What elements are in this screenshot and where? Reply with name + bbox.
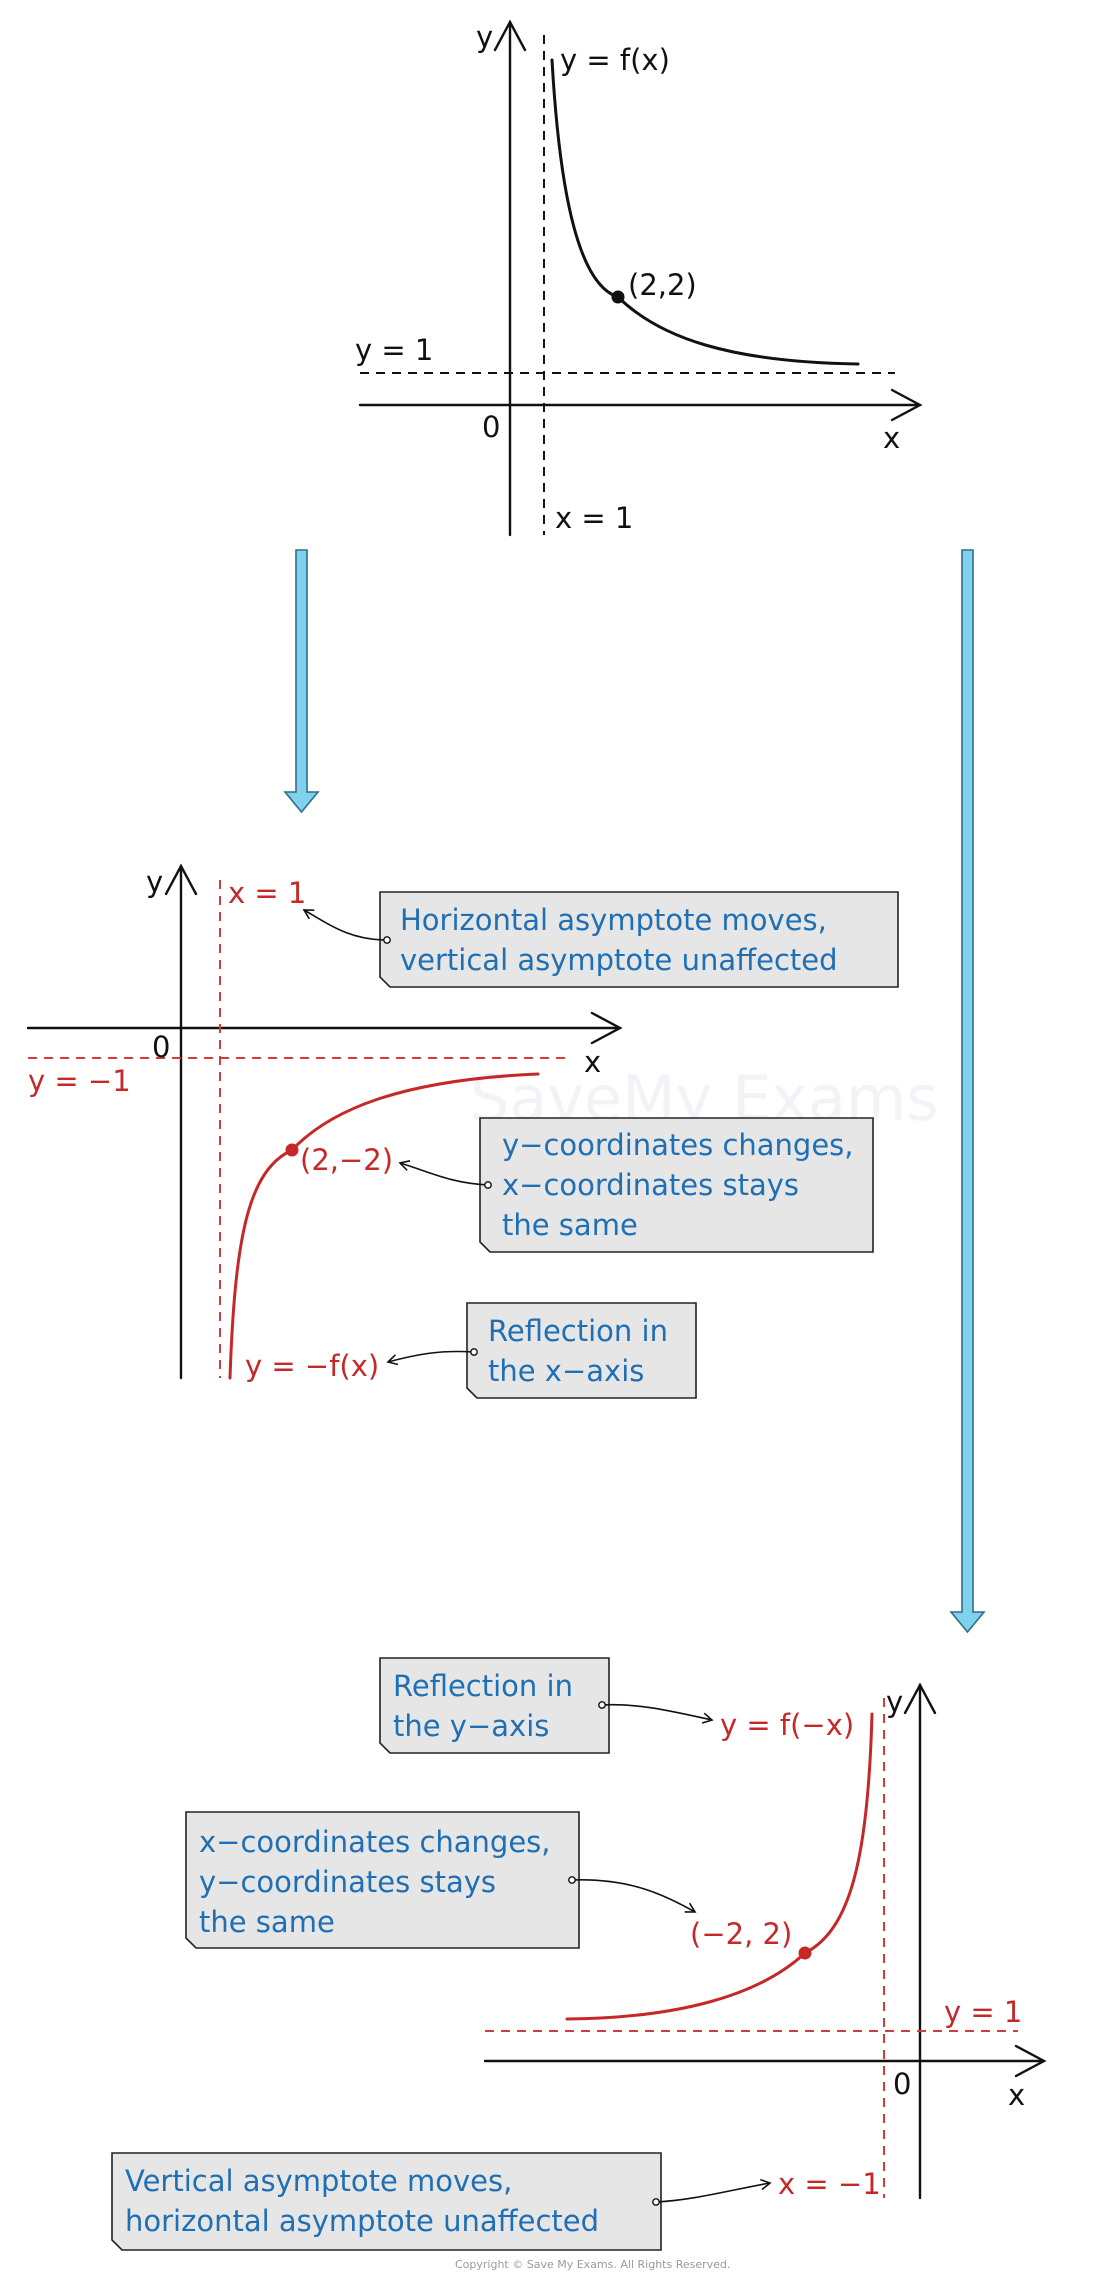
- connector-dot: [470, 1348, 478, 1356]
- note-coords-line3: the same: [502, 1208, 638, 1242]
- curve-label: y = f(x): [560, 43, 670, 77]
- curve-label: y = −f(x): [245, 1349, 379, 1383]
- connector-reflection-y: [601, 1703, 714, 1724]
- copyright: Copyright © Save My Exams. All Rights Re…: [455, 2258, 730, 2271]
- connector-asymptote-y: [655, 2178, 772, 2203]
- connector-dot: [568, 1876, 576, 1884]
- note-box-coords-y: [185, 1811, 580, 1949]
- note-asymptote-line2: vertical asymptote unaffected: [400, 943, 838, 977]
- y-axis-arrowhead: [903, 1682, 937, 1715]
- graph-original: y x 0 y = f(x) (2,2) y = 1 x = 1: [355, 19, 923, 537]
- connector-dot: [383, 936, 391, 944]
- curve-label: y = f(−x): [720, 1708, 854, 1742]
- v-asymptote-label: x = 1: [228, 876, 306, 910]
- x-axis-label: x: [1008, 2078, 1025, 2112]
- note-reflection-x-line1: Reflection in: [488, 1314, 668, 1348]
- h-asymptote-label: y = 1: [355, 333, 433, 367]
- y-axis-arrowhead: [493, 19, 527, 52]
- v-asymptote-label: x = −1: [778, 2167, 881, 2201]
- note-coords-line1: y−coordinates changes,: [502, 1128, 854, 1162]
- y-axis-label: y: [886, 1685, 903, 1719]
- connector-coords: [398, 1160, 489, 1186]
- point-label: (2,2): [628, 268, 697, 302]
- connector-coords-y: [571, 1879, 697, 1913]
- curve-f-neg-x: [565, 1712, 874, 2021]
- graph-f-neg-x: y x 0 y = 1 x = −1 (−2, 2) y = f(−x) Ref…: [111, 1657, 1047, 2251]
- curve-f: [550, 58, 860, 366]
- graph-neg-f: y x 0 x = 1 y = −1 (2,−2) y = −f(x) Hori…: [26, 863, 899, 1399]
- x-axis-arrowhead: [890, 388, 923, 422]
- note-box-coords: [479, 1117, 874, 1253]
- point-label: (2,−2): [300, 1143, 393, 1177]
- note-reflection-x-line2: the x−axis: [488, 1354, 644, 1388]
- y-axis-label: y: [146, 865, 163, 899]
- origin-label: 0: [893, 2067, 911, 2101]
- note-coords-y-line1: x−coordinates changes,: [199, 1825, 551, 1859]
- note-coords-y-line2: y−coordinates stays: [199, 1865, 496, 1899]
- point-2-2: [611, 290, 625, 304]
- note-reflection-y-line1: Reflection in: [393, 1669, 573, 1703]
- connector-dot: [598, 1701, 606, 1709]
- point-neg2-2: [798, 1946, 812, 1960]
- note-box-reflection-y: [379, 1657, 610, 1754]
- note-asymptote-line1: Horizontal asymptote moves,: [400, 903, 827, 937]
- h-asymptote-label: y = −1: [28, 1064, 131, 1098]
- origin-label: 0: [482, 410, 500, 444]
- x-axis-label: x: [584, 1045, 601, 1079]
- connector-dot: [652, 2198, 660, 2206]
- v-asymptote-label: x = 1: [555, 501, 633, 535]
- note-box-reflection-x: [466, 1302, 697, 1399]
- down-arrow-right: [949, 549, 986, 1634]
- connector-asymptote: [302, 909, 388, 941]
- note-box-asymptote-y: [111, 2152, 662, 2251]
- y-axis-arrowhead: [164, 863, 198, 896]
- point-2-neg2: [285, 1143, 299, 1157]
- x-axis-label: x: [883, 421, 900, 455]
- down-arrow-left: [283, 549, 320, 814]
- note-box-asymptote: [379, 891, 899, 988]
- note-asymptote-y-line2: horizontal asymptote unaffected: [125, 2204, 599, 2238]
- note-coords-y-line3: the same: [199, 1905, 335, 1939]
- y-axis-label: y: [476, 20, 493, 54]
- x-axis-arrowhead: [590, 1011, 623, 1045]
- note-coords-line2: x−coordinates stays: [502, 1168, 799, 1202]
- h-asymptote-label: y = 1: [944, 1995, 1022, 2029]
- note-asymptote-y-line1: Vertical asymptote moves,: [125, 2164, 512, 2198]
- note-reflection-y-line2: the y−axis: [393, 1709, 549, 1743]
- x-axis-arrowhead: [1014, 2044, 1047, 2078]
- point-label: (−2, 2): [690, 1917, 792, 1951]
- origin-label: 0: [152, 1030, 170, 1064]
- connector-reflection-x: [386, 1350, 475, 1366]
- connector-dot: [484, 1181, 492, 1189]
